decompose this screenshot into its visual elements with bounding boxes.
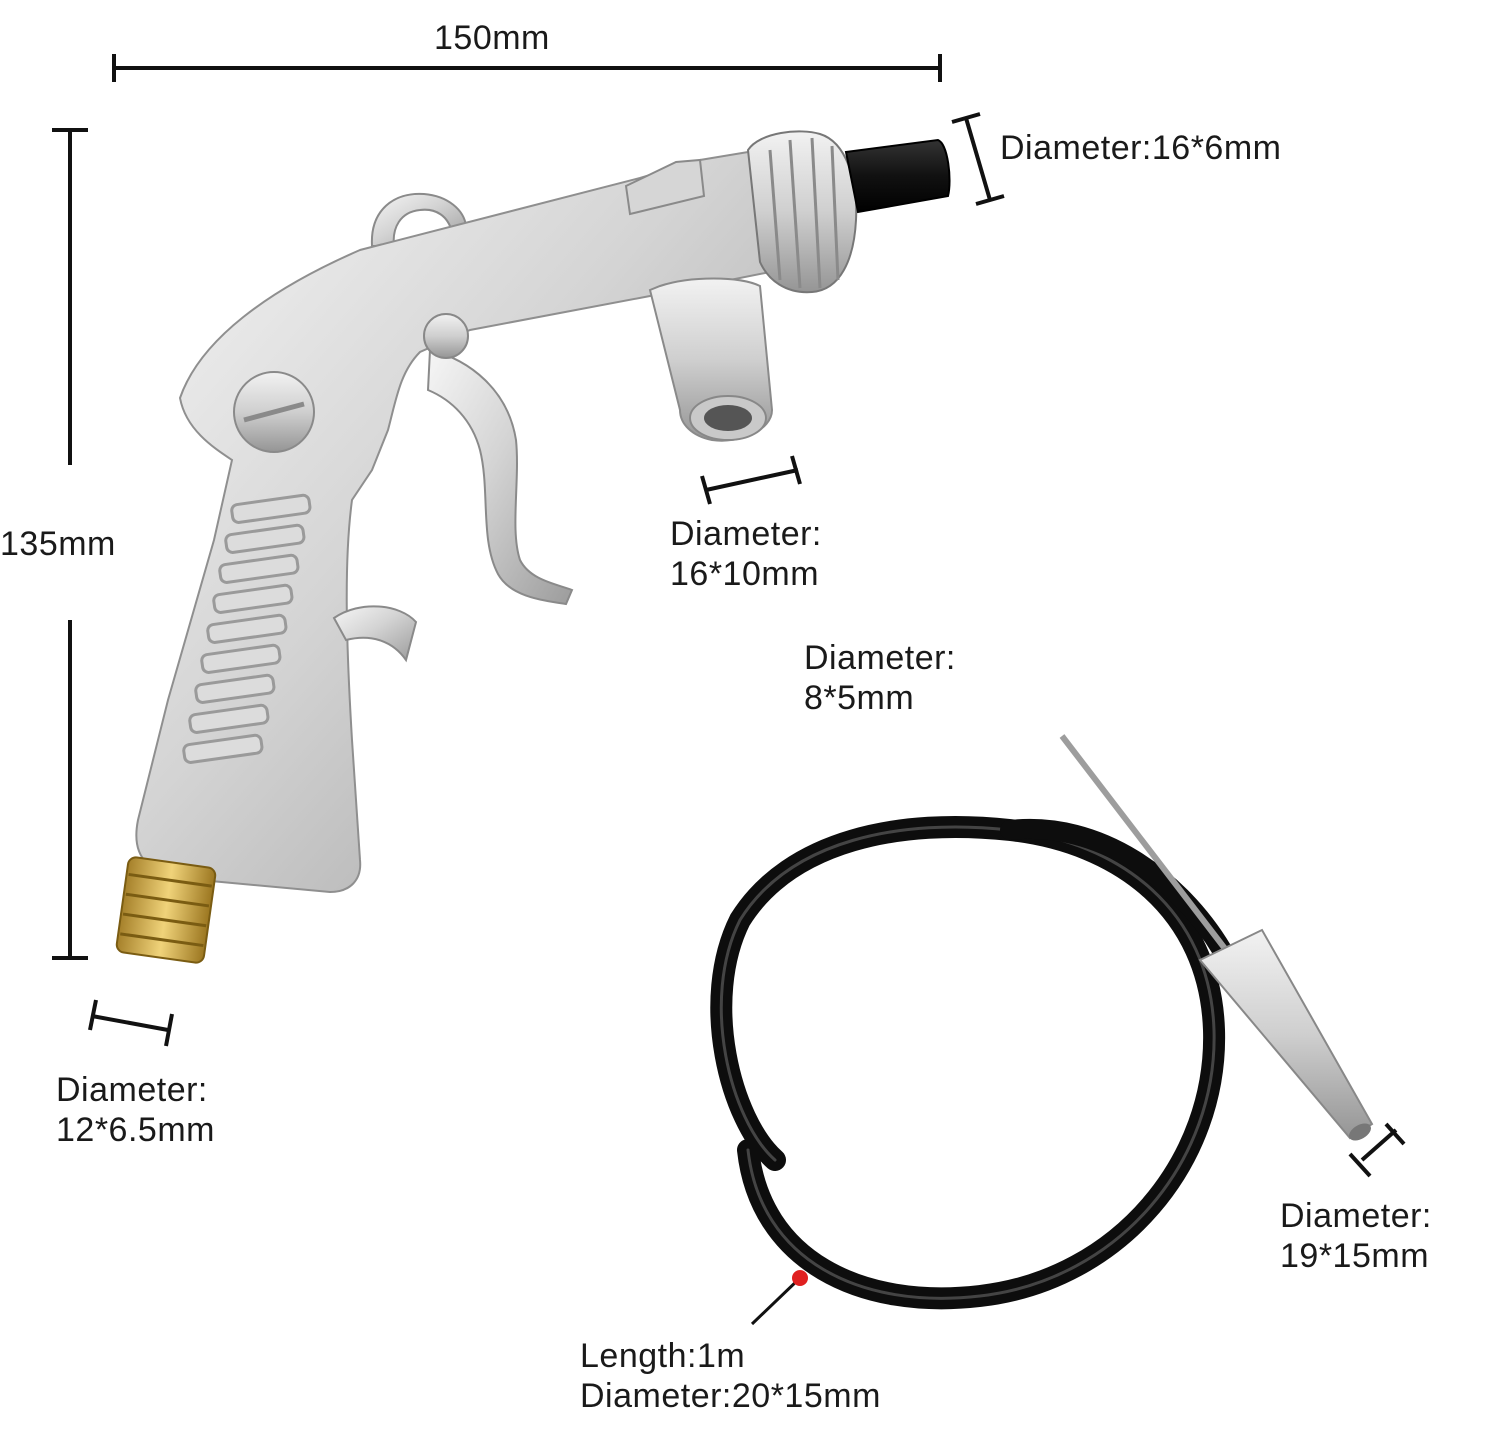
suction-hose-icon: [710, 734, 1374, 1310]
inlet-diameter-line2: 16*10mm: [670, 555, 820, 593]
air-inlet-dimension-line: [91, 1014, 169, 1032]
air-inlet-diameter-line1: Diameter:: [56, 1071, 208, 1109]
inlet-tick-left: [700, 475, 712, 505]
inlet-diameter-line1: Diameter:: [670, 515, 822, 553]
air-inlet-tick-left: [88, 999, 98, 1031]
nozzle-tick-bottom: [975, 194, 1005, 206]
sandblast-gun-icon: [115, 130, 951, 964]
hose-length-line1: Length:1m: [580, 1337, 746, 1375]
tube-diameter-label: Diameter: 8*5mm: [804, 638, 956, 718]
inlet-dimension-line: [705, 468, 799, 492]
air-inlet-diameter-label: Diameter: 12*6.5mm: [56, 1070, 215, 1150]
height-label: 135mm: [0, 525, 116, 563]
hose-end-diameter-line2: 19*15mm: [1280, 1237, 1430, 1275]
tube-diameter-line2: 8*5mm: [804, 679, 915, 717]
hose-end-tick-a: [1348, 1152, 1372, 1178]
inlet-diameter-label: Diameter: 16*10mm: [670, 514, 822, 594]
width-label: 150mm: [434, 19, 550, 57]
hose-length-label: Length:1m Diameter:20*15mm: [580, 1336, 881, 1416]
hose-end-dimension-line: [1360, 1128, 1398, 1162]
hose-end-tick-b: [1384, 1122, 1406, 1146]
nozzle-tick-top: [951, 112, 981, 124]
nozzle-diameter-label: Diameter:16*6mm: [1000, 129, 1282, 167]
dimension-lines: [52, 54, 1406, 1326]
hose-length-marker: [792, 1270, 808, 1286]
hose-end-diameter-label: Diameter: 19*15mm: [1280, 1196, 1432, 1276]
hose-diameter-line2: Diameter:20*15mm: [580, 1377, 881, 1415]
hose-end-diameter-line1: Diameter:: [1280, 1197, 1432, 1235]
tube-diameter-line1: Diameter:: [804, 639, 956, 677]
air-inlet-tick-right: [164, 1013, 174, 1047]
hose-leader-line: [750, 1276, 802, 1326]
nozzle-dimension-line: [964, 117, 992, 201]
air-inlet-diameter-line2: 12*6.5mm: [56, 1111, 215, 1149]
inlet-tick-right: [790, 455, 802, 485]
